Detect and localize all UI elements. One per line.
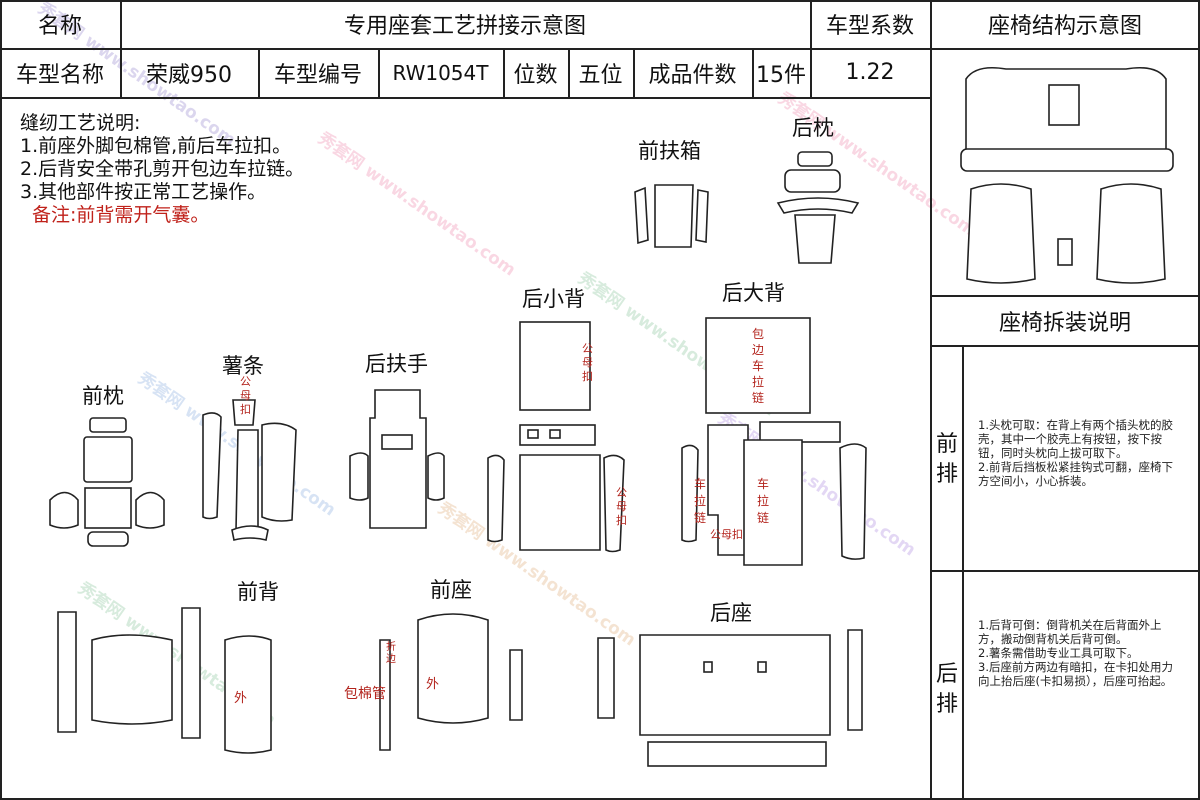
svg-text:链: 链 <box>752 390 764 405</box>
label-rear-big-back: 后大背 <box>722 281 785 305</box>
coef-label: 车型系数 <box>825 14 914 39</box>
seat-structure-illustration <box>960 66 1174 284</box>
rear-row-label: 后排 <box>935 662 958 717</box>
label-strip: 薯条 <box>222 354 264 378</box>
pieces-label: 成品件数 <box>648 62 737 88</box>
svg-text:母: 母 <box>616 500 627 513</box>
note-item: 1.前座外脚包棉管,前后车拉扣。 <box>20 135 292 157</box>
svg-text:公母扣: 公母扣 <box>710 527 743 541</box>
model-code: RW1054T <box>392 60 489 85</box>
svg-text:扣: 扣 <box>240 402 251 416</box>
label-front-armrest-box: 前扶箱 <box>638 139 701 163</box>
svg-text:外: 外 <box>234 691 247 706</box>
label-front-headrest: 前枕 <box>82 384 124 408</box>
front-row-text: 1.头枕可取：在背上有两个插头枕的胶壳，其中一个胶壳上有按钮，按下按钮，同时头枕… <box>978 418 1173 488</box>
notes-remark: 备注:前背需开气囊。 <box>32 204 210 226</box>
svg-text:拉: 拉 <box>752 374 764 389</box>
seats-value: 五位 <box>578 62 623 88</box>
svg-text:公: 公 <box>582 342 593 355</box>
rear-headrest-pieces <box>776 151 860 264</box>
pieces-value: 15件 <box>756 62 806 88</box>
label-rear-armrest: 后扶手 <box>365 352 428 376</box>
svg-text:边: 边 <box>386 653 396 665</box>
model-name-label: 车型名称 <box>15 62 104 88</box>
svg-text:折: 折 <box>386 640 396 653</box>
front-armrest-box-pieces <box>634 184 709 248</box>
model-code-label: 车型编号 <box>273 62 362 88</box>
svg-text:拉: 拉 <box>757 493 769 508</box>
rear-seat-pieces <box>597 629 863 767</box>
dismantle-title: 座椅拆装说明 <box>998 310 1131 336</box>
rear-armrest-pieces <box>349 389 445 529</box>
svg-text:边: 边 <box>752 343 764 357</box>
front-row-label: 前排 <box>935 432 958 487</box>
strip-pieces: 公 母 扣 <box>202 375 297 541</box>
svg-text:公: 公 <box>240 375 251 388</box>
page-title: 专用座套工艺拼接示意图 <box>343 14 586 39</box>
svg-text:公: 公 <box>616 486 627 499</box>
label-rear-seat: 后座 <box>710 601 752 625</box>
label-rear-headrest: 后枕 <box>792 116 834 140</box>
note-item: 2.后背安全带孔剪开包边车拉链。 <box>20 158 305 180</box>
rear-small-back-pieces: 公 母 扣 公 母 扣 <box>487 321 627 553</box>
svg-text:链: 链 <box>694 510 706 525</box>
notes-title: 缝纫工艺说明: <box>20 112 141 134</box>
svg-text:车: 车 <box>752 358 764 373</box>
rear-row-text: 1.后背可倒：倒背机关在后背面外上方，搬动倒背机关后背可倒。 2.薯条需借助专业… <box>978 618 1173 688</box>
svg-text:母: 母 <box>240 389 251 402</box>
svg-text:母: 母 <box>582 356 593 369</box>
svg-text:链: 链 <box>757 510 769 525</box>
note-item: 3.其他部件按正常工艺操作。 <box>20 181 267 203</box>
front-headrest-pieces <box>49 417 165 547</box>
seats-label: 位数 <box>513 62 558 88</box>
svg-text:包: 包 <box>752 327 764 341</box>
structure-title: 座椅结构示意图 <box>987 14 1142 39</box>
name-label: 名称 <box>37 14 82 39</box>
model-name: 荣威950 <box>146 62 232 88</box>
svg-text:扣: 扣 <box>582 369 593 383</box>
svg-text:包棉管: 包棉管 <box>344 685 386 702</box>
svg-text:拉: 拉 <box>694 493 706 508</box>
svg-text:车: 车 <box>694 476 706 491</box>
rear-big-back-pieces: 包 边 车 拉 链 车 拉 链 车 拉 链 公母扣 <box>681 317 867 566</box>
label-front-back: 前背 <box>237 580 279 604</box>
svg-text:扣: 扣 <box>616 513 627 527</box>
front-seat-pieces: 折 边 包棉管 外 <box>344 613 523 751</box>
label-front-seat: 前座 <box>430 578 472 602</box>
label-rear-small-back: 后小背 <box>522 287 585 311</box>
coef-value: 1.22 <box>845 60 895 85</box>
pattern-diagram: 公 母 扣 公 母 扣 公 母 扣 包 边 车 拉 链 车 <box>49 151 867 767</box>
svg-text:外: 外 <box>426 677 439 692</box>
sewing-notes: 缝纫工艺说明: 1.前座外脚包棉管,前后车拉扣。 2.后背安全带孔剪开包边车拉链… <box>20 112 304 227</box>
svg-text:车: 车 <box>757 476 769 491</box>
front-back-pieces: 外 <box>57 607 272 754</box>
